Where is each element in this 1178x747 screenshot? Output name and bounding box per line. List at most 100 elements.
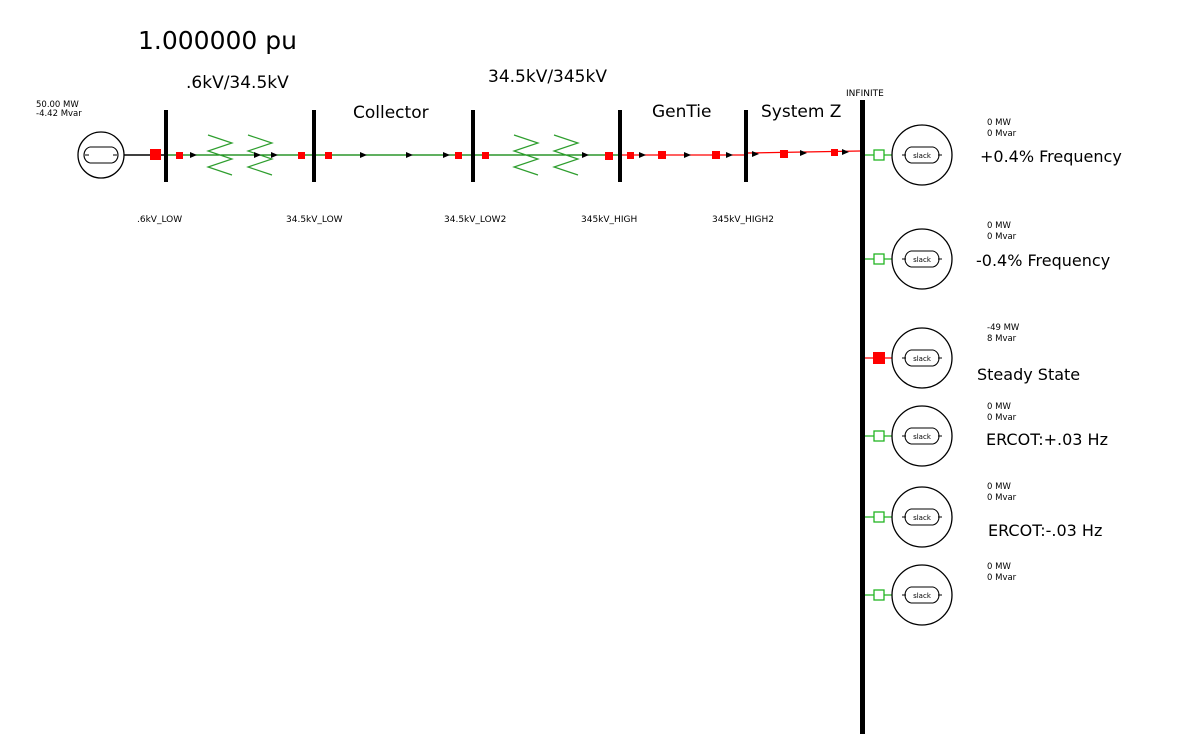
bus-345kv-high[interactable]: 345kV_HIGH: [581, 110, 637, 225]
generator-mw: 50.00 MW: [36, 100, 79, 110]
breaker[interactable]: [658, 151, 666, 159]
transformer-2-secondary-coil: [552, 134, 580, 176]
bus-345kv-high2-bar[interactable]: [744, 110, 748, 182]
gen-breaker[interactable]: [150, 149, 161, 160]
slack-label: slack: [913, 514, 932, 522]
slack-mvar: 0 Mvar: [987, 573, 1017, 583]
flow-arrow-icon: [254, 152, 261, 158]
bus-345kv-high2-label: 345kV_HIGH2: [712, 215, 774, 225]
xfmr1-label: .6kV/34.5kV: [186, 73, 289, 93]
slack-generator[interactable]: [891, 405, 953, 467]
breaker[interactable]: [455, 152, 462, 159]
flow-arrow-icon: [271, 152, 278, 158]
slack-label: slack: [913, 152, 932, 160]
xfmr2-label: 34.5kV/345kV: [488, 67, 607, 87]
flow-arrow-icon: [842, 149, 849, 155]
transformer-1-primary-coil: [206, 134, 234, 176]
bus-345kv-high-label: 345kV_HIGH: [581, 215, 637, 225]
bus-345kv-low2[interactable]: 34.5kV_LOW2: [444, 110, 506, 225]
flow-arrow-icon: [360, 152, 367, 158]
slack-scenario-label: -0.4% Frequency: [976, 251, 1110, 270]
slack-generator-icon: [902, 250, 942, 268]
bus-345kv-low-label: 34.5kV_LOW: [286, 215, 343, 225]
generator[interactable]: 50.00 MW -4.42 Mvar: [36, 100, 125, 179]
flow-arrow-icon: [406, 152, 413, 158]
slack-scenario-label: +0.4% Frequency: [980, 147, 1122, 166]
slack-mw: 0 MW: [987, 562, 1011, 572]
slack-breaker-closed[interactable]: [873, 352, 885, 364]
slack-scenario-label: ERCOT:+.03 Hz: [986, 430, 1108, 449]
slack-scenario-label: Steady State: [977, 365, 1080, 384]
flow-arrow-icon: [726, 152, 733, 158]
branches: [119, 150, 861, 156]
bus-345kv-low2-bar[interactable]: [471, 110, 475, 182]
branch-breakers: [150, 149, 838, 160]
slack-mw: 0 MW: [987, 221, 1011, 231]
slack-generator[interactable]: [891, 327, 953, 389]
flow-arrow-icon: [684, 152, 691, 158]
slack-generator[interactable]: [891, 564, 953, 626]
slack-generator[interactable]: [891, 228, 953, 290]
breaker[interactable]: [831, 149, 838, 156]
slack-breaker-open[interactable]: [873, 589, 885, 601]
slack-breaker-open[interactable]: [873, 253, 885, 265]
bus-345kv-high2[interactable]: 345kV_HIGH2: [712, 110, 774, 225]
slack-breaker-open[interactable]: [873, 430, 885, 442]
slack-label: slack: [913, 433, 932, 441]
slack-generator-icon: [902, 349, 942, 367]
slack-label: slack: [913, 355, 932, 363]
breaker[interactable]: [712, 151, 720, 159]
slack-generator-icon: [902, 146, 942, 164]
breaker[interactable]: [176, 152, 183, 159]
generator-icon: [83, 146, 119, 164]
flow-arrow-icon: [582, 152, 589, 158]
breaker[interactable]: [780, 150, 788, 158]
bus-06kv-low-label: .6kV_LOW: [137, 215, 182, 225]
slack-label: slack: [913, 256, 932, 264]
bus-06kv-low[interactable]: .6kV_LOW: [137, 110, 182, 225]
slack-mw: -49 MW: [987, 323, 1020, 333]
flow-arrow-icon: [800, 150, 807, 156]
slack-mvar: 0 Mvar: [987, 413, 1017, 423]
breaker[interactable]: [482, 152, 489, 159]
infinite-bus-label: INFINITE: [846, 89, 884, 99]
flow-arrow-icon: [639, 152, 646, 158]
generator-circle[interactable]: [77, 131, 125, 179]
collector-label: Collector: [353, 103, 429, 123]
slack-breaker-open[interactable]: [873, 149, 885, 161]
breaker[interactable]: [627, 152, 634, 159]
slack-scenario-label: ERCOT:-.03 Hz: [988, 521, 1102, 540]
breaker[interactable]: [605, 152, 613, 160]
gentie-label: GenTie: [652, 102, 711, 122]
slack-breaker-open[interactable]: [873, 511, 885, 523]
slack-generator-icon: [902, 586, 942, 604]
bus-345kv-high-bar[interactable]: [618, 110, 622, 182]
bus-345kv-low2-label: 34.5kV_LOW2: [444, 215, 506, 225]
transformer-2[interactable]: [512, 134, 580, 176]
slack-generator-icon: [902, 508, 942, 526]
flow-arrow-icon: [752, 151, 759, 157]
slack-mvar: 8 Mvar: [987, 334, 1017, 344]
infinite-bus[interactable]: [860, 100, 865, 734]
generator-mvar: -4.42 Mvar: [36, 109, 82, 119]
slack-generator[interactable]: [891, 486, 953, 548]
slack-mw: 0 MW: [987, 402, 1011, 412]
slack-mvar: 0 Mvar: [987, 493, 1017, 503]
systemz-label: System Z: [761, 102, 841, 122]
breaker[interactable]: [298, 152, 305, 159]
slack-generator-icon: [902, 427, 942, 445]
bus-345kv-low[interactable]: 34.5kV_LOW: [286, 110, 343, 225]
slack-mw: 0 MW: [987, 118, 1011, 128]
breaker[interactable]: [325, 152, 332, 159]
slack-mw: 0 MW: [987, 482, 1011, 492]
bus-06kv-low-bar[interactable]: [164, 110, 168, 182]
flow-arrow-icon: [190, 152, 197, 158]
bus-345kv-low-bar[interactable]: [312, 110, 316, 182]
voltage-readout: 1.000000 pu: [138, 26, 297, 55]
slack-mvar: 0 Mvar: [987, 232, 1017, 242]
slack-mvar: 0 Mvar: [987, 129, 1017, 139]
slack-generator[interactable]: [891, 124, 953, 186]
flow-arrow-icon: [443, 152, 450, 158]
